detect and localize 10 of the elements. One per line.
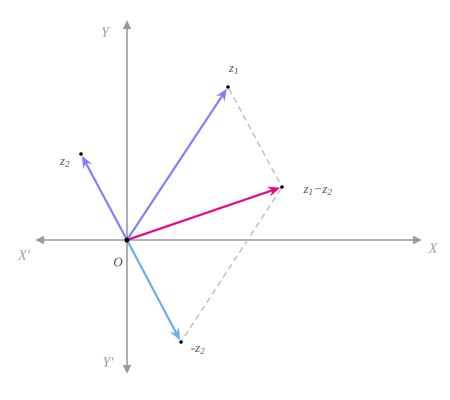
point-label: z$_{2}$ (60, 159, 70, 167)
point-label: z$_{1}$−z$_{2}$ (303, 187, 332, 195)
axis-label: X (428, 243, 438, 253)
axis-label: Y (102, 27, 110, 37)
point-label: z$_{1}$ (228, 66, 238, 74)
dashed-line (182, 188, 282, 341)
axis-label: Y′ (103, 357, 114, 367)
axis-label: X′ (18, 250, 30, 260)
point-label: O (114, 258, 122, 266)
point-label: -z$_{2}$ (191, 346, 205, 354)
